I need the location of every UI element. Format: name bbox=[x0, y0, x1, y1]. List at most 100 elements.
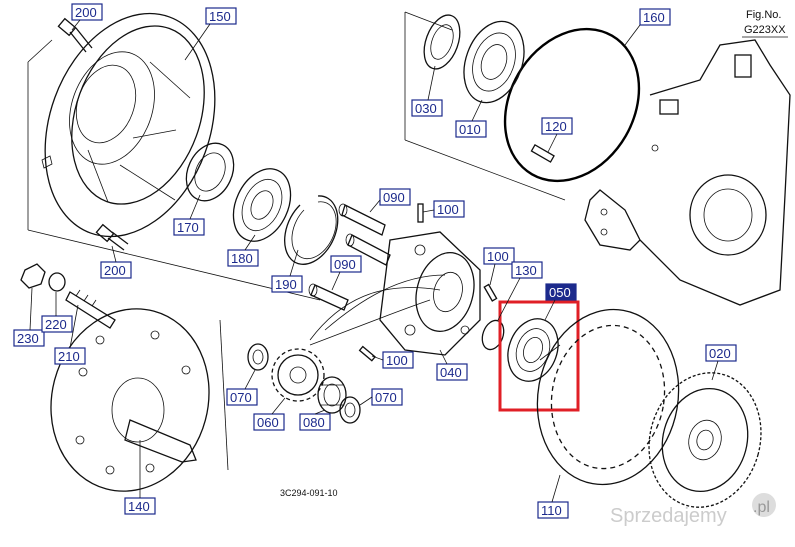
callout-090-lower[interactable]: 090 bbox=[330, 255, 362, 273]
callout-100-top[interactable]: 100 bbox=[433, 200, 465, 218]
svg-text:090: 090 bbox=[334, 257, 356, 272]
svg-text:070: 070 bbox=[375, 390, 397, 405]
svg-text:220: 220 bbox=[45, 317, 67, 332]
part-200-bolt-bottom bbox=[95, 223, 129, 251]
callout-170[interactable]: 170 bbox=[173, 218, 205, 236]
figure-label: Fig.No. bbox=[746, 9, 781, 21]
svg-text:060: 060 bbox=[257, 415, 279, 430]
callout-230[interactable]: 230 bbox=[13, 329, 45, 347]
part-090-pin-upper bbox=[338, 203, 391, 266]
callout-200-bottom[interactable]: 200 bbox=[100, 261, 132, 279]
callout-180[interactable]: 180 bbox=[227, 249, 259, 267]
part-060-planet-gear bbox=[271, 348, 325, 402]
watermark-text: Sprzedajemy bbox=[610, 505, 727, 527]
callout-140[interactable]: 140 bbox=[124, 497, 156, 515]
watermark-logo: .pl bbox=[752, 493, 776, 517]
callout-160[interactable]: 160 bbox=[639, 8, 671, 26]
callout-120[interactable]: 120 bbox=[541, 117, 573, 135]
watermark-suffix: .pl bbox=[753, 499, 770, 516]
svg-text:080: 080 bbox=[303, 415, 325, 430]
frame-line bbox=[219, 319, 229, 471]
part-220-washer bbox=[48, 272, 66, 292]
callout-100-right[interactable]: 100 bbox=[483, 247, 515, 265]
part-160-o-ring bbox=[503, 27, 641, 183]
svg-text:210: 210 bbox=[58, 349, 80, 364]
callout-070-left[interactable]: 070 bbox=[226, 388, 258, 406]
callout-050[interactable]: 050 bbox=[545, 283, 577, 301]
part-100-pin-a bbox=[417, 203, 424, 223]
svg-text:110: 110 bbox=[541, 503, 562, 518]
callout-090-upper[interactable]: 090 bbox=[379, 188, 411, 206]
part-180-bearing bbox=[232, 168, 292, 242]
svg-text:140: 140 bbox=[128, 499, 150, 514]
part-070-washer-left bbox=[247, 343, 269, 371]
frame-line bbox=[27, 39, 53, 63]
svg-text:100: 100 bbox=[487, 249, 509, 264]
part-110-ring-gear bbox=[536, 308, 680, 486]
part-190-circlip bbox=[284, 195, 339, 265]
gear-case-housing bbox=[584, 39, 791, 306]
callout-010[interactable]: 010 bbox=[455, 120, 487, 138]
callout-020[interactable]: 020 bbox=[705, 344, 737, 362]
figure-number: G223XX bbox=[744, 24, 786, 36]
svg-text:190: 190 bbox=[275, 277, 297, 292]
callout-130[interactable]: 130 bbox=[511, 261, 543, 279]
assembly-leader bbox=[324, 274, 446, 331]
frame-line bbox=[404, 139, 566, 201]
part-100-pin-c bbox=[358, 345, 376, 362]
highlight-frame bbox=[498, 300, 580, 412]
part-150-hub-housing bbox=[41, 12, 216, 238]
callout-060[interactable]: 060 bbox=[253, 413, 285, 431]
svg-text:030: 030 bbox=[415, 101, 437, 116]
part-140-axle-flange bbox=[50, 308, 210, 492]
svg-text:200: 200 bbox=[104, 263, 126, 278]
frame-line bbox=[27, 229, 321, 301]
part-020-bevel-gear bbox=[648, 372, 762, 508]
svg-text:020: 020 bbox=[709, 346, 731, 361]
part-210-stud bbox=[65, 289, 116, 329]
svg-text:070: 070 bbox=[230, 390, 252, 405]
callout-210[interactable]: 210 bbox=[54, 347, 86, 365]
part-090-pin-lower bbox=[308, 283, 349, 311]
part-170-oil-seal bbox=[185, 142, 235, 202]
part-040-planet-carrier bbox=[379, 231, 481, 356]
callout-040[interactable]: 040 bbox=[436, 363, 468, 381]
part-100-pin-b bbox=[483, 283, 498, 302]
part-080-needle-bearing bbox=[317, 376, 347, 414]
svg-text:230: 230 bbox=[17, 331, 39, 346]
callout-110[interactable]: 110 bbox=[537, 501, 569, 519]
svg-text:090: 090 bbox=[383, 190, 405, 205]
svg-text:120: 120 bbox=[545, 119, 567, 134]
callout-030[interactable]: 030 bbox=[411, 99, 443, 117]
part-230-nut bbox=[20, 263, 46, 289]
document-id: 3C294-091-10 bbox=[280, 488, 338, 498]
part-120-pin bbox=[530, 144, 555, 163]
part-030-bearing bbox=[423, 14, 461, 70]
svg-text:130: 130 bbox=[515, 263, 537, 278]
svg-text:100: 100 bbox=[386, 353, 408, 368]
callout-100-bottom[interactable]: 100 bbox=[382, 351, 414, 369]
svg-text:200: 200 bbox=[75, 5, 97, 20]
assembly-leader bbox=[309, 287, 441, 341]
part-200-bolt-top bbox=[57, 17, 93, 53]
callout-150[interactable]: 150 bbox=[205, 7, 237, 25]
callout-190[interactable]: 190 bbox=[271, 275, 303, 293]
part-070-washer-right bbox=[339, 396, 361, 424]
part-050-bearing bbox=[507, 318, 559, 382]
svg-text:040: 040 bbox=[440, 365, 462, 380]
svg-text:180: 180 bbox=[231, 251, 253, 266]
svg-text:170: 170 bbox=[177, 220, 199, 235]
svg-text:050: 050 bbox=[549, 285, 571, 300]
callout-200-top[interactable]: 200 bbox=[71, 3, 103, 21]
svg-text:160: 160 bbox=[643, 10, 665, 25]
svg-text:010: 010 bbox=[459, 122, 481, 137]
part-130-o-ring bbox=[481, 319, 505, 351]
frame-line bbox=[404, 11, 453, 31]
assembly-leader bbox=[309, 299, 431, 346]
callout-080[interactable]: 080 bbox=[299, 413, 331, 431]
svg-text:150: 150 bbox=[209, 9, 231, 24]
callout-070-right[interactable]: 070 bbox=[371, 388, 403, 406]
svg-text:100: 100 bbox=[437, 202, 459, 217]
callout-220[interactable]: 220 bbox=[41, 315, 73, 333]
